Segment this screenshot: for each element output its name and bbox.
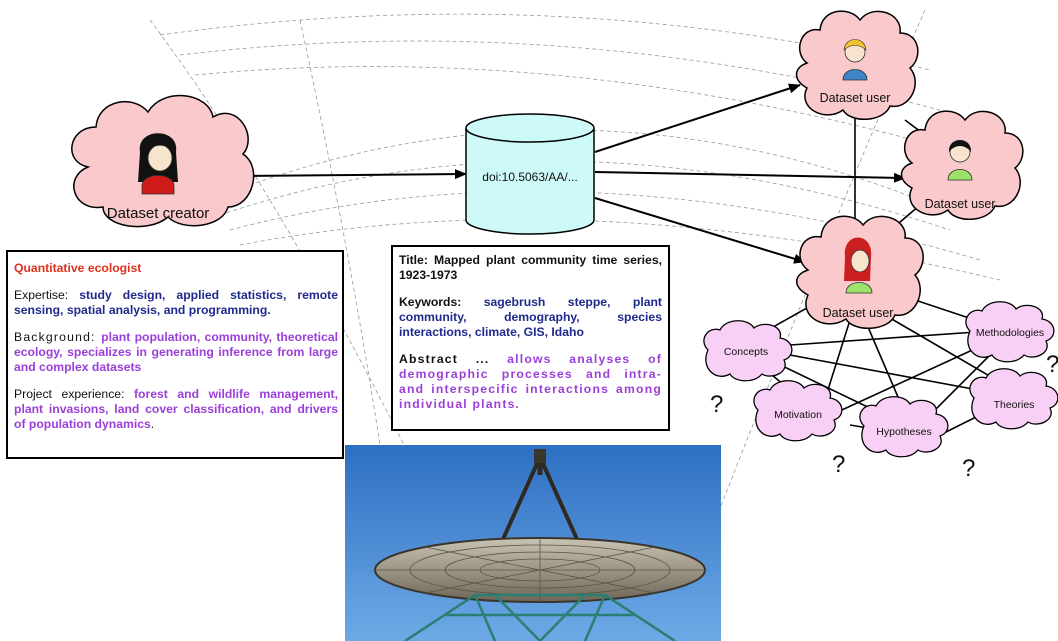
- experience-label: Project experience:: [14, 387, 134, 401]
- background-value: plant population, community, theoretical…: [14, 330, 339, 374]
- keywords-value: sagebrush steppe, plant community, demog…: [399, 295, 662, 339]
- user1-label: Dataset user: [820, 91, 891, 105]
- question-mark: ?: [1046, 351, 1058, 378]
- red-hair-person-icon: [844, 237, 873, 294]
- expertise-paragraph: Expertise: study design, applied statist…: [14, 288, 338, 318]
- keywords-label: Keywords:: [399, 295, 484, 309]
- repository-to-user1-arrow: [594, 83, 801, 153]
- background-label: Background:: [14, 330, 102, 344]
- background-paragraph: Background: plant population, community,…: [14, 330, 338, 375]
- user3-label: Dataset user: [823, 306, 894, 320]
- keywords-paragraph: Keywords: sagebrush steppe, plant commun…: [399, 295, 662, 340]
- creator-profile-box: Quantitative ecologist Expertise: study …: [6, 250, 344, 459]
- creator-cloud: Dataset creator: [71, 95, 255, 228]
- experience-value: forest and wildlife management, plant in…: [14, 387, 338, 431]
- experience-end: .: [150, 417, 155, 431]
- concept-label-methodologies: Methodologies: [976, 327, 1044, 339]
- abstract-paragraph: Abstract ... allows analyses of demograp…: [399, 352, 662, 412]
- concept-label-concepts: Concepts: [724, 346, 768, 358]
- dataset-title: Title: Mapped plant community time serie…: [399, 253, 662, 282]
- abstract-label: Abstract ...: [399, 352, 508, 366]
- user2-label: Dataset user: [925, 197, 996, 211]
- creator-to-repository-arrow: [241, 169, 467, 180]
- user-cloud-3: Dataset user: [796, 215, 924, 330]
- experience-paragraph: Project experience: forest and wildlife …: [14, 387, 338, 432]
- female-person-icon: [138, 133, 178, 195]
- expertise-label: Expertise:: [14, 288, 80, 302]
- user-cloud-1: Dataset user: [795, 10, 919, 121]
- repository-to-user3-arrow: [594, 197, 806, 264]
- telescope-base: [404, 593, 676, 641]
- radio-telescope-photo: [345, 445, 721, 641]
- abstract-value: allows analyses of demographic processes…: [399, 352, 662, 411]
- repository-cylinder: doi:10.5063/AA/...: [465, 113, 595, 235]
- concept-cloud-methodologies: Methodologies: [965, 301, 1055, 363]
- concept-cloud-theories: Theories: [969, 368, 1058, 430]
- expertise-value: study design, applied statistics, remote…: [14, 288, 338, 317]
- concept-label-motivation: Motivation: [774, 409, 822, 421]
- user-cloud-2: Dataset user: [900, 110, 1024, 221]
- question-mark: ?: [962, 455, 975, 482]
- concept-cloud-concepts: Concepts: [703, 320, 793, 382]
- creator-label: Dataset creator: [107, 205, 210, 222]
- creator-role: Quantitative ecologist: [14, 261, 142, 275]
- blond-person-icon: [842, 39, 868, 81]
- dark-hair-person-icon: [947, 140, 973, 181]
- concept-cloud-motivation: Motivation: [753, 380, 843, 442]
- dataset-metadata-box: Title: Mapped plant community time serie…: [391, 245, 670, 431]
- concept-label-hypotheses: Hypotheses: [876, 426, 931, 438]
- repository-doi: doi:10.5063/AA/...: [482, 170, 577, 184]
- question-mark: ?: [710, 391, 723, 418]
- concept-label-theories: Theories: [994, 399, 1035, 411]
- concept-cloud-hypotheses: Hypotheses: [859, 396, 949, 458]
- repository-to-user2-arrow: [594, 171, 906, 183]
- flow-arrows: [241, 83, 906, 264]
- question-mark: ?: [832, 451, 845, 478]
